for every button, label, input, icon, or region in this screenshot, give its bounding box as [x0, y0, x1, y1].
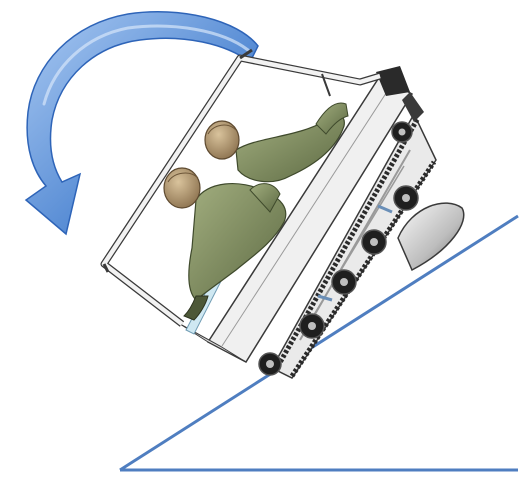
- helmet-icon: [164, 168, 200, 208]
- tracked-vehicle: [104, 50, 464, 378]
- helmet-icon: [205, 121, 239, 159]
- slope-line: [120, 216, 518, 470]
- front-nose: [398, 203, 464, 270]
- inclined-plane: [120, 216, 518, 470]
